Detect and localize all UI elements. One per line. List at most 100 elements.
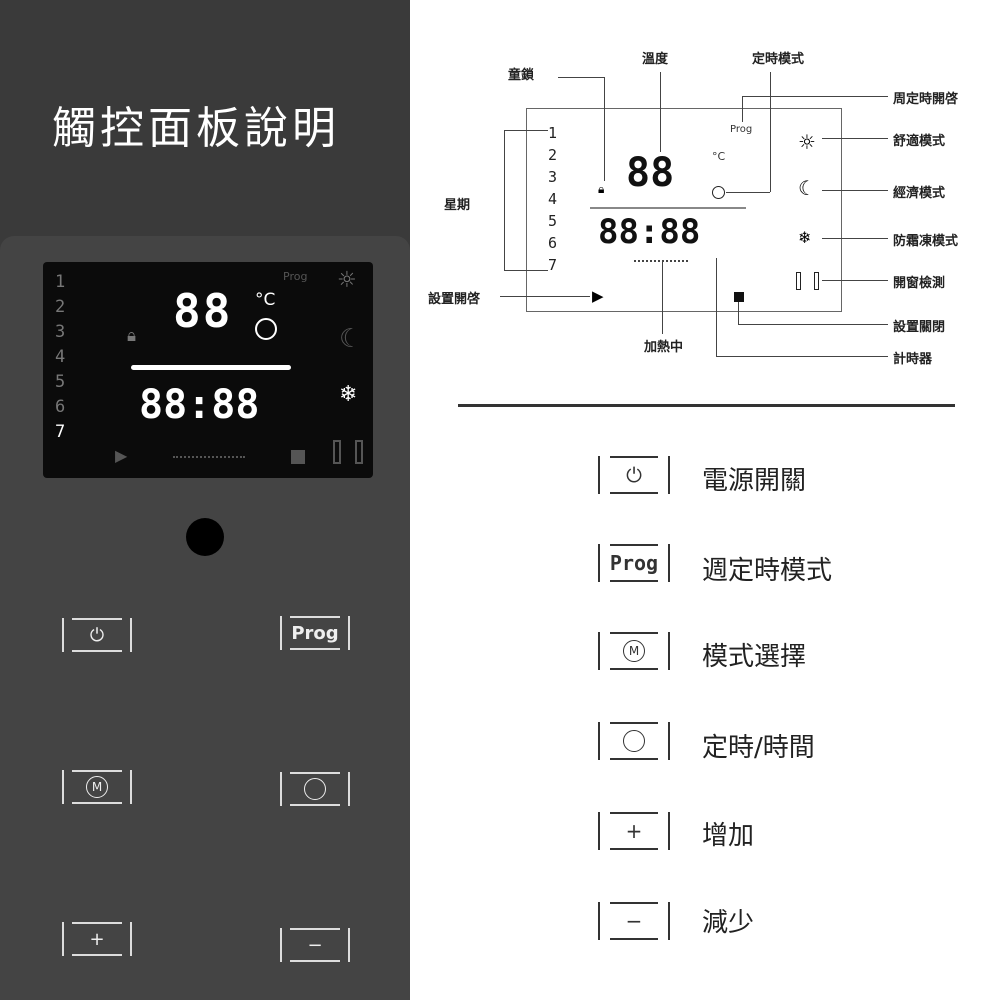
minus-button[interactable]: − [280, 928, 350, 962]
label-timer-mode: 定時模式 [752, 52, 805, 67]
weekday-list: 1 2 3 4 5 6 7 [55, 270, 75, 445]
mode-icon: M [86, 776, 108, 798]
leader-line [716, 258, 717, 356]
day: 2 [55, 297, 66, 317]
leader-line [822, 138, 888, 139]
label-set-on: 設置開啓 [428, 292, 481, 307]
legend-label: 模式選擇 [702, 642, 807, 672]
leader-line [742, 96, 743, 122]
heating-icon [634, 260, 688, 262]
timer-icon [712, 186, 725, 199]
celsius-unit: °C [712, 150, 726, 163]
label-temperature: 溫度 [642, 52, 669, 67]
leader-line [822, 190, 888, 191]
legend-mode-key: M [598, 632, 670, 670]
plus-button[interactable]: + [62, 922, 132, 956]
label-timer: 計時器 [893, 352, 933, 367]
clock-icon [304, 778, 326, 800]
leader-line [770, 72, 771, 192]
heating-icon [173, 456, 245, 460]
divider [458, 404, 955, 407]
leader-line [558, 77, 604, 78]
label-lock: 童鎖 [508, 68, 535, 83]
lock-icon: 🔒︎ [127, 326, 137, 346]
prog-button[interactable]: Prog [280, 616, 350, 650]
legend-power-key: ⏻ [598, 456, 670, 494]
day: 5 [548, 212, 558, 230]
stop-icon [291, 450, 305, 464]
leader-line [604, 77, 605, 181]
label-window: 開窗檢測 [893, 276, 946, 291]
window-icon [355, 440, 363, 464]
legend-prog-key: Prog [598, 544, 670, 582]
time-readout: 88:88 [139, 382, 260, 428]
timer-mode-icon [255, 318, 277, 340]
leader-line [822, 280, 888, 281]
prog-indicator: Prog [730, 124, 753, 135]
leader-line [822, 238, 888, 239]
legend-label: 增加 [702, 821, 755, 851]
mode-icon: M [623, 640, 645, 662]
leader-line [504, 130, 505, 270]
leader-line [738, 302, 739, 324]
celsius-unit: °C [255, 290, 276, 310]
legend-minus-key: − [598, 902, 670, 940]
leader-line [716, 356, 888, 357]
leader-line [726, 192, 770, 193]
prog-indicator: Prog [283, 270, 308, 283]
leader-line [500, 296, 590, 297]
legend-plus-key: + [598, 812, 670, 850]
window-icon [796, 272, 801, 290]
label-weekly-timer: 周定時開啓 [893, 92, 959, 107]
sun-icon: ☼ [337, 268, 357, 293]
day: 3 [55, 322, 66, 342]
sensor [186, 518, 224, 556]
diagram-frame [526, 108, 842, 312]
minus-icon: − [625, 909, 643, 933]
day: 2 [548, 146, 558, 164]
leader-line [738, 324, 888, 325]
label-antifreeze: 防霜凍模式 [893, 234, 959, 249]
window-icon [814, 272, 819, 290]
temperature-readout: 88 [173, 284, 233, 338]
mode-button[interactable]: M [62, 770, 132, 804]
day: 4 [548, 190, 558, 208]
clock-button[interactable] [280, 772, 350, 806]
power-button[interactable]: ⏻ [62, 618, 132, 652]
plus-icon: + [625, 819, 643, 843]
clock-icon [623, 730, 645, 752]
play-icon: ▶ [115, 446, 128, 465]
day: 7 [548, 256, 558, 274]
window-icon [333, 440, 341, 464]
leader-line [660, 72, 661, 152]
day: 5 [55, 372, 66, 392]
label-eco: 經濟模式 [893, 186, 946, 201]
day: 3 [548, 168, 558, 186]
legend-label: 電源開關 [702, 466, 807, 496]
day: 1 [548, 124, 558, 142]
play-icon: ▶ [592, 287, 604, 305]
time-readout: 88:88 [598, 212, 701, 252]
label-heating: 加熱中 [644, 340, 684, 355]
legend-label: 減少 [702, 908, 755, 938]
stop-icon [734, 292, 744, 302]
label-week: 星期 [444, 198, 471, 213]
temperature-readout: 88 [626, 150, 675, 196]
separator-bar [131, 365, 291, 370]
day: 7 [55, 422, 66, 442]
day: 4 [55, 347, 66, 367]
label-set-off: 設置關閉 [893, 320, 946, 335]
leader-line [662, 262, 663, 334]
snowflake-icon: ❄ [798, 228, 812, 247]
legend-clock-key [598, 722, 670, 760]
sun-icon: ☼ [798, 130, 816, 154]
page-title: 觸控面板說明 [52, 103, 340, 154]
day: 1 [55, 272, 66, 292]
leader-line [504, 270, 548, 271]
moon-icon: ☾ [339, 324, 363, 354]
power-icon: ⏻ [626, 463, 642, 487]
moon-icon: ☾ [798, 176, 816, 200]
legend-label: 定時/時間 [702, 733, 815, 763]
leader-line [504, 130, 548, 131]
label-comfort: 舒適模式 [893, 134, 946, 149]
